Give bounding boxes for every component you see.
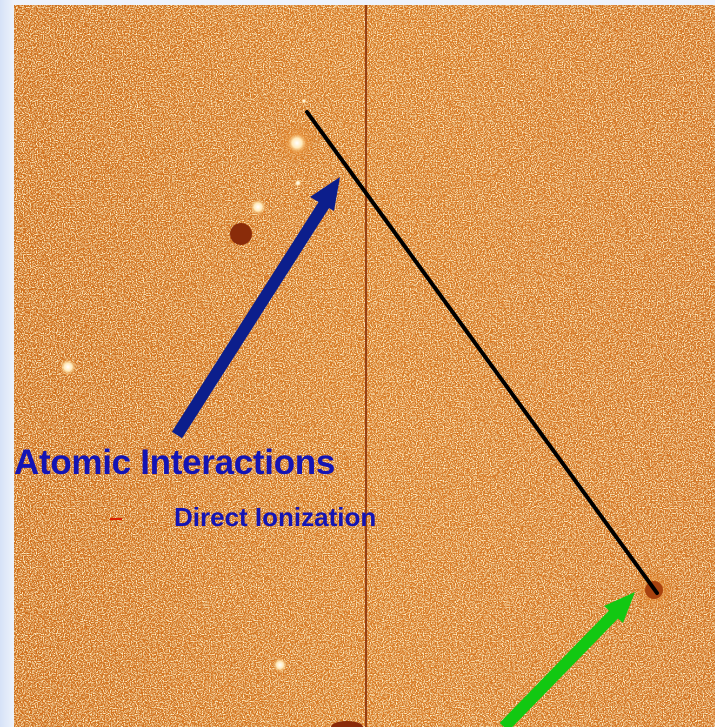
star-4 <box>272 657 288 673</box>
readout-seam <box>365 5 367 727</box>
heading-atomic-interactions: Atomic Interactions <box>14 443 336 482</box>
star-1 <box>286 132 308 154</box>
star-2 <box>249 198 267 216</box>
detector-image <box>14 5 715 727</box>
star-6 <box>301 98 307 104</box>
bullet-item-direct-ionization: Direct Ionization <box>174 502 377 532</box>
dark-spot <box>230 223 252 245</box>
star-5 <box>294 179 302 187</box>
star-3 <box>59 358 77 376</box>
bottom-dark-spot <box>331 721 363 727</box>
black-track-line <box>305 110 659 595</box>
speckle-region <box>369 375 715 727</box>
bullet-dash <box>110 518 122 520</box>
blue-arrow <box>171 177 340 439</box>
green-arrow <box>499 592 635 727</box>
